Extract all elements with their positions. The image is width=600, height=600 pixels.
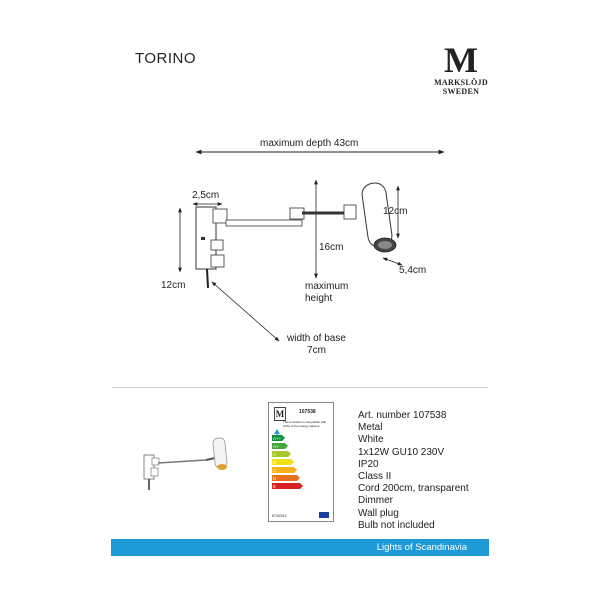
spec-item: IP20 — [358, 458, 379, 470]
spec-item: White — [358, 434, 384, 446]
spec-item: Metal — [358, 422, 383, 434]
head-diameter-line — [382, 257, 403, 266]
energy-class-label: A++ — [273, 436, 282, 441]
energy-class-label: E — [273, 484, 276, 489]
lamp-base — [195, 206, 228, 289]
product-thumbnail — [143, 437, 228, 490]
label-logo: M — [274, 407, 286, 421]
logo-line2: SWEDEN — [442, 87, 480, 96]
arm-height-label: 16cm — [319, 242, 344, 253]
energy-class-bar: A+ — [272, 443, 288, 449]
spec-item: Dimmer — [358, 495, 393, 507]
section-divider — [112, 387, 488, 388]
label-note: This luminaire is compatible with bulbs … — [283, 420, 327, 428]
brand-logo: M MARKSLÖJD SWEDEN — [432, 42, 490, 120]
base-depth-line — [211, 281, 280, 342]
head-length-label: 12cm — [383, 206, 408, 217]
technical-drawing — [178, 149, 445, 342]
spec-item: Art. number 107538 — [358, 410, 447, 421]
eu-flag-icon — [319, 512, 329, 518]
logo-line1: MARKSLÖJD — [434, 78, 488, 87]
spec-item: Class II — [358, 471, 392, 483]
energy-class-label: A+ — [273, 444, 279, 449]
footer-bar: Lights of Scandinavia — [111, 539, 489, 556]
lamp-icon — [273, 423, 281, 436]
logo-letter: M — [444, 40, 478, 80]
width-of-base-label: width of base 7cm — [287, 333, 346, 356]
base-height-label: 12cm — [161, 280, 186, 291]
energy-class-bar: C — [272, 467, 297, 473]
spec-item: Wall plug — [358, 507, 399, 519]
product-title: TORINO — [135, 50, 197, 67]
energy-class-label: A — [273, 452, 276, 457]
energy-class-bar: B — [272, 459, 294, 465]
energy-class-label: D — [273, 476, 277, 481]
head-diameter-label: 5,4cm — [399, 265, 427, 276]
energy-label: M 107538 This luminaire is compatible wi… — [268, 402, 334, 522]
footer-text: Lights of Scandinavia — [376, 542, 467, 553]
energy-class-bar: A — [272, 451, 291, 457]
lamp-arm — [225, 204, 357, 227]
energy-class-label: B — [273, 460, 276, 465]
base-width-label: 2,5cm — [192, 190, 220, 201]
energy-class-bar: A++ — [272, 435, 285, 441]
label-date: 874/2012 — [272, 514, 287, 518]
max-height-label: maximum height — [305, 281, 349, 304]
spec-item: Cord 200cm, transparent — [358, 483, 469, 495]
spec-item: Bulb not included — [358, 519, 435, 531]
max-depth-label: maximum depth 43cm — [260, 138, 359, 149]
energy-class-label: C — [273, 468, 277, 473]
spec-item: 1x12W GU10 230V — [358, 446, 445, 458]
lamp-head — [361, 182, 397, 253]
label-art-number: 107538 — [299, 409, 316, 415]
energy-class-bar: D — [272, 475, 300, 481]
energy-class-bar: E — [272, 483, 303, 489]
